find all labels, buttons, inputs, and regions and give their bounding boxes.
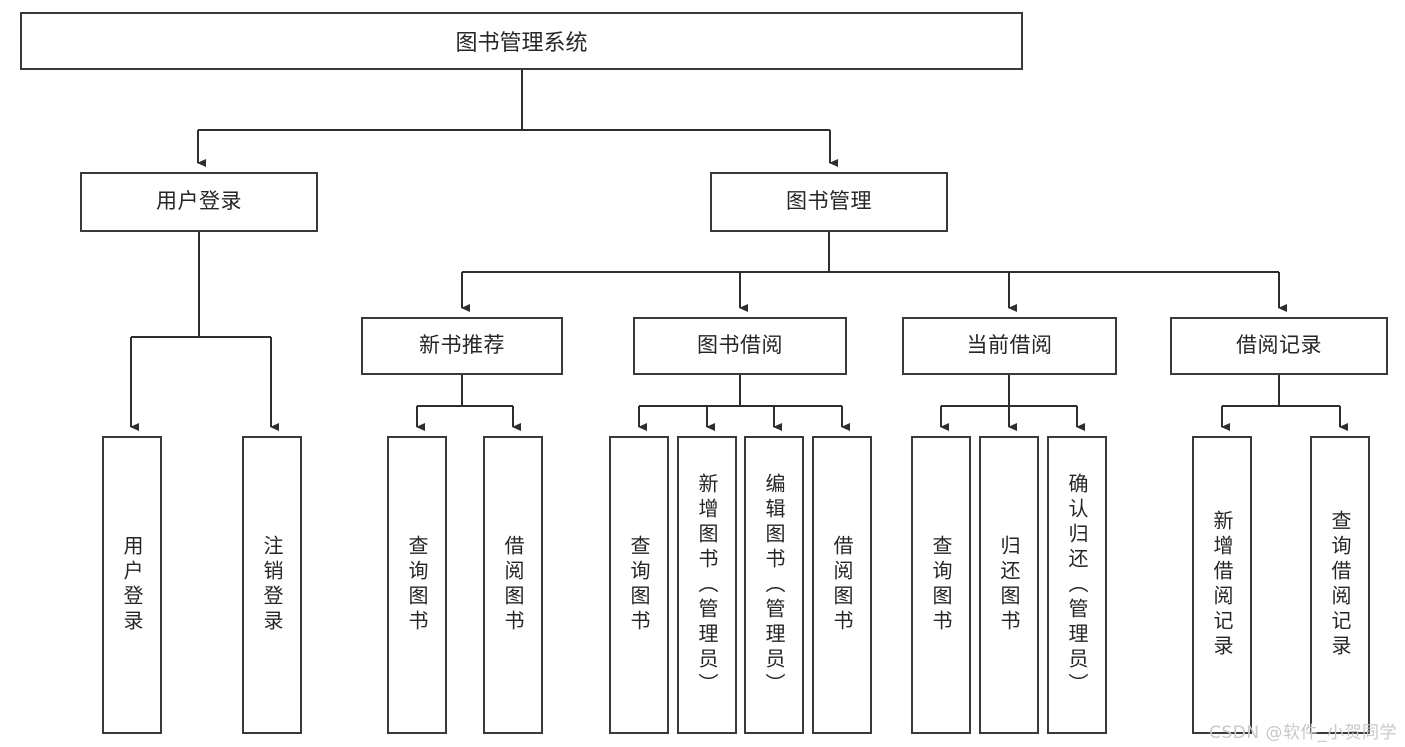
node-leaf-user-login[interactable]: 用户登录	[102, 436, 162, 734]
node-leaf-query-book-3-label: 查询图书	[929, 535, 953, 635]
node-user-login-label: 用户登录	[156, 189, 242, 214]
node-leaf-query-book-1-label: 查询图书	[405, 535, 429, 635]
node-leaf-query-book-3[interactable]: 查询图书	[911, 436, 971, 734]
node-leaf-logout[interactable]: 注销登录	[242, 436, 302, 734]
node-book-manage[interactable]: 图书管理	[710, 172, 948, 232]
node-leaf-borrow-book-2-label: 借阅图书	[830, 535, 854, 635]
node-leaf-borrow-book-1-label: 借阅图书	[501, 535, 525, 635]
node-leaf-query-book-2[interactable]: 查询图书	[609, 436, 669, 734]
node-root-system-label: 图书管理系统	[455, 31, 588, 56]
node-leaf-confirm-return-label: 确认归还（管理员）	[1065, 472, 1089, 698]
node-leaf-confirm-return[interactable]: 确认归还（管理员）	[1047, 436, 1107, 734]
node-new-book-recommend[interactable]: 新书推荐	[361, 317, 563, 375]
node-leaf-user-login-label: 用户登录	[120, 535, 144, 635]
node-borrow-record[interactable]: 借阅记录	[1170, 317, 1388, 375]
node-leaf-add-book[interactable]: 新增图书（管理员）	[677, 436, 737, 734]
node-leaf-query-book-2-label: 查询图书	[627, 535, 651, 635]
node-current-borrow[interactable]: 当前借阅	[902, 317, 1117, 375]
node-book-borrow[interactable]: 图书借阅	[633, 317, 847, 375]
node-leaf-logout-label: 注销登录	[260, 535, 284, 635]
node-leaf-borrow-book-2[interactable]: 借阅图书	[812, 436, 872, 734]
node-leaf-add-record[interactable]: 新增借阅记录	[1192, 436, 1252, 734]
node-current-borrow-label: 当前借阅	[966, 333, 1053, 358]
node-leaf-return-book-label: 归还图书	[997, 535, 1021, 635]
node-leaf-add-book-label: 新增图书（管理员）	[695, 472, 719, 698]
node-borrow-record-label: 借阅记录	[1236, 333, 1322, 358]
node-user-login[interactable]: 用户登录	[80, 172, 318, 232]
node-book-manage-label: 图书管理	[786, 189, 872, 214]
node-root-system[interactable]: 图书管理系统	[20, 12, 1023, 70]
node-leaf-return-book[interactable]: 归还图书	[979, 436, 1039, 734]
csdn-watermark: CSDN @软件_小贺同学	[1209, 723, 1397, 743]
node-leaf-query-book-1[interactable]: 查询图书	[387, 436, 447, 734]
node-leaf-query-record[interactable]: 查询借阅记录	[1310, 436, 1370, 734]
node-leaf-edit-book-label: 编辑图书（管理员）	[762, 472, 786, 698]
node-leaf-query-record-label: 查询借阅记录	[1328, 510, 1352, 660]
node-leaf-add-record-label: 新增借阅记录	[1210, 510, 1234, 660]
node-new-book-recommend-label: 新书推荐	[419, 333, 505, 358]
node-leaf-borrow-book-1[interactable]: 借阅图书	[483, 436, 543, 734]
node-leaf-edit-book[interactable]: 编辑图书（管理员）	[744, 436, 804, 734]
node-book-borrow-label: 图书借阅	[697, 333, 783, 358]
